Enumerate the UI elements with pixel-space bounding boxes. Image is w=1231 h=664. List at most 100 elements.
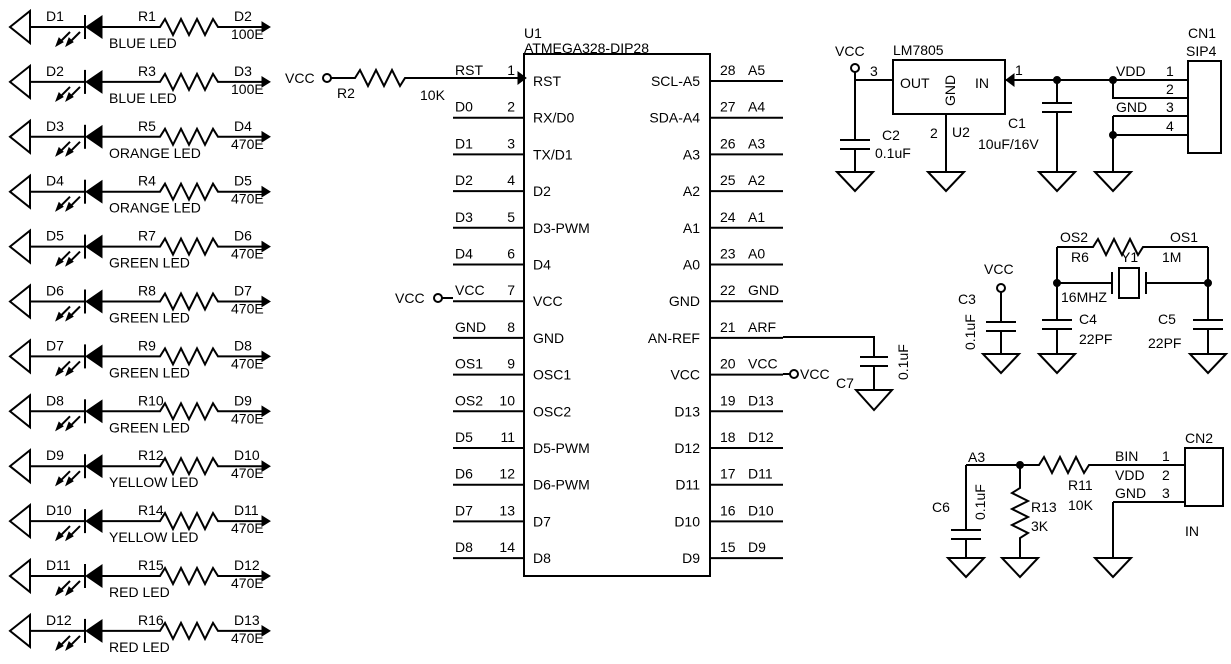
led-resistor — [102, 16, 268, 38]
rst-arrow — [517, 71, 527, 85]
pin-name: OSC2 — [533, 403, 571, 419]
c1-ref: C1 — [1008, 115, 1026, 131]
led-diode-icon — [85, 124, 103, 149]
r13-ref: R13 — [1031, 499, 1057, 515]
pin-name: D7 — [533, 513, 551, 529]
c3-ref: C3 — [958, 291, 976, 307]
led-ground-symbol — [8, 448, 31, 485]
regulator-gnd: GND — [942, 75, 958, 106]
led-diode-icon — [85, 454, 103, 479]
crystal-freq: 16MHZ — [1061, 289, 1107, 305]
r2-resistor — [331, 67, 518, 89]
pin-net: A3 — [748, 135, 765, 151]
pin-net: D6 — [455, 466, 473, 482]
resistor-ref: R12 — [138, 447, 164, 463]
led-diode-icon — [85, 509, 103, 534]
c4-value: 22PF — [1079, 331, 1112, 347]
cn2-vdd: VDD — [1115, 467, 1145, 483]
resistor-value: 470E — [231, 630, 264, 646]
led-ref: D11 — [46, 557, 71, 573]
cn2-in: IN — [1185, 523, 1199, 539]
regulator-body — [892, 59, 1006, 115]
cn1-vdd: VDD — [1116, 63, 1146, 79]
resistor-value: 470E — [231, 465, 264, 481]
vcc-terminal-pin20 — [789, 369, 799, 379]
led-ground-symbol — [8, 228, 31, 265]
cn2-gnd: GND — [1115, 485, 1146, 501]
oscillator-network: OS2 OS1 R6 Y1 1M 16MHZ C4 22PF C5 22PF — [1036, 229, 1229, 375]
ground-symbol — [1092, 557, 1134, 579]
net-label: D13 — [234, 612, 260, 628]
r11-resistor — [966, 454, 1185, 476]
pin-name: D12 — [674, 440, 700, 456]
led-color-label: RED LED — [109, 584, 170, 600]
cn1-pin3: 3 — [1166, 99, 1174, 115]
vcc-terminal-reg — [850, 63, 860, 73]
pin-number: 19 — [720, 392, 736, 408]
led-resistor — [102, 455, 268, 477]
resistor-value: 470E — [231, 191, 264, 207]
r2-ref: R2 — [337, 85, 355, 101]
ground-symbol — [834, 171, 876, 193]
pin-name: D6-PWM — [533, 477, 590, 493]
vcc-label-pin7: VCC — [395, 290, 425, 306]
pin-net: D0 — [455, 99, 473, 115]
pin-number: 24 — [720, 209, 736, 225]
pin-net: A1 — [748, 209, 765, 225]
pin-net: D13 — [748, 392, 774, 408]
led-resistor — [102, 620, 268, 642]
vcc-terminal-pin7 — [433, 293, 443, 303]
led-resistor — [102, 510, 268, 532]
r6-resistor — [1057, 236, 1208, 258]
pin-name: D3-PWM — [533, 220, 590, 236]
led-resistor — [102, 71, 268, 93]
led-resistor — [102, 346, 268, 367]
y1-ref: Y1 — [1121, 249, 1138, 265]
led-color-label: GREEN LED — [109, 310, 190, 326]
led-resistor — [102, 181, 268, 202]
vcc-label-reset: VCC — [285, 70, 315, 86]
pin-net: A4 — [748, 99, 765, 115]
led-ground-symbol — [8, 338, 31, 375]
pin-name: SDA-A4 — [649, 110, 700, 126]
pin-number: 26 — [720, 135, 736, 151]
pin-number: 18 — [720, 429, 736, 445]
pin-name: D13 — [674, 403, 700, 419]
resistor-value: 470E — [231, 246, 264, 262]
led-color-label: YELLOW LED — [109, 529, 198, 545]
led-ref: D8 — [46, 392, 64, 408]
net-label: D5 — [234, 173, 252, 189]
led-diode-icon — [85, 234, 103, 259]
mcu-pins: 1RSTRST2D0RX/D03D1TX/D14D2D25D3D3-PWM6D4… — [453, 62, 783, 566]
led-color-label: BLUE LED — [109, 90, 177, 106]
led-diode-icon — [85, 564, 103, 588]
led-resistor — [102, 565, 268, 587]
pin-net: ARF — [748, 319, 776, 335]
resistor-value: 470E — [231, 575, 264, 591]
pin-number: 15 — [720, 539, 736, 555]
net-label: D12 — [234, 557, 260, 573]
pin-number: 11 — [500, 429, 515, 445]
resistor-ref: R8 — [138, 283, 156, 299]
led-ref: D4 — [46, 173, 64, 189]
resistor-value: 470E — [231, 301, 264, 317]
crystal-y1 — [1118, 267, 1140, 299]
ground-symbol — [945, 557, 987, 579]
pin-name: TX/D1 — [533, 146, 573, 162]
cn1-pin4: 4 — [1166, 118, 1174, 134]
led-ground-symbol — [8, 118, 31, 155]
pin-net: D7 — [455, 502, 473, 518]
regulator-out: OUT — [900, 75, 930, 91]
pin-net: D12 — [748, 429, 774, 445]
